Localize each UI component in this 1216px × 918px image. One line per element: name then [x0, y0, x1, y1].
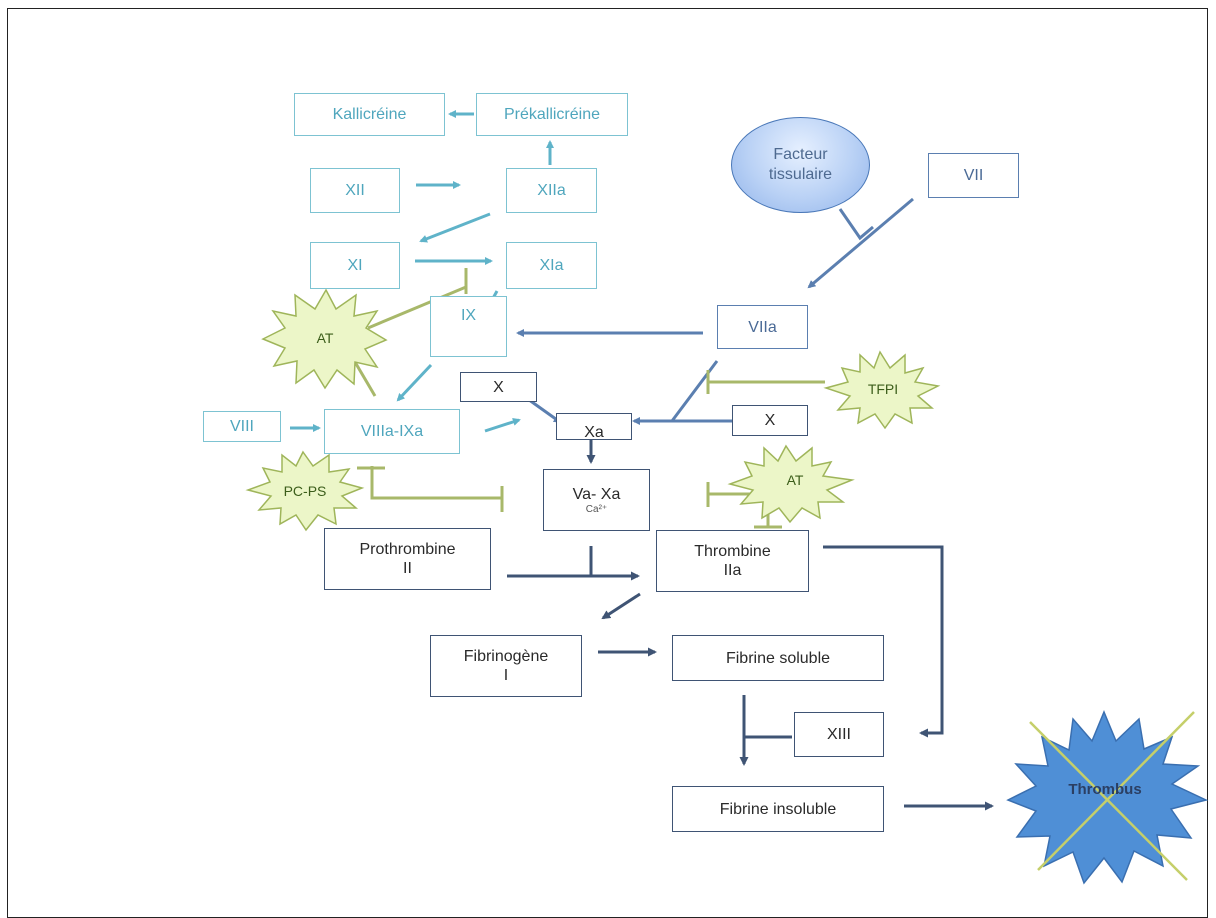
box-ix: IX: [430, 296, 507, 357]
box-xii: XII: [310, 168, 400, 213]
arrow-thrombine-to-fibrinogene: [601, 592, 641, 620]
viia-branch: [670, 360, 719, 422]
thrombus-burst-shape: [1006, 710, 1209, 885]
tfpi-burst-shape: [823, 350, 941, 430]
thrombine-number: IIa: [723, 562, 742, 579]
box-prothrombine: Prothrombine II: [324, 528, 491, 590]
facteur-tissulaire-line1: Facteur: [773, 146, 828, 163]
facteur-tissulaire-line2: tissulaire: [768, 166, 833, 183]
arrow-xiia-to-xi: [419, 212, 491, 243]
fibrinogene-label: Fibrinogène: [463, 648, 549, 665]
box-viii: VIII: [203, 411, 281, 442]
fibrinogene-number: I: [503, 667, 509, 684]
box-xa: Xa: [556, 413, 632, 441]
at-right-burst-shape: [727, 444, 855, 524]
box-xia: XIa: [506, 242, 597, 289]
at-left-to-viiia: [353, 361, 377, 397]
thrombine-label: Thrombine: [694, 543, 771, 560]
box-prekallicreine: Prékallicréine: [476, 93, 628, 136]
box-xi: XI: [310, 242, 400, 289]
arrow-viiia-to-xa: [484, 418, 521, 433]
box-x-left: X: [460, 372, 537, 402]
inhibitor-tfpi: TFPI: [867, 381, 899, 397]
box-fibrinogene: Fibrinogène I: [430, 635, 582, 697]
box-vii: VII: [928, 153, 1019, 198]
box-fibrine-insoluble: Fibrine insoluble: [672, 786, 884, 832]
box-xiii: XIII: [794, 712, 884, 757]
prothrombine-number: II: [403, 560, 412, 577]
at-left-burst-shape: [261, 288, 388, 390]
thrombus-cross-a: [1029, 721, 1188, 881]
facteur-tissulaire-ellipse: Facteur tissulaire: [731, 117, 870, 213]
pcps-burst-shape: [245, 450, 365, 532]
thrombus-cross-b: [1037, 711, 1195, 871]
box-va-xa: Va- Xa Ca²⁺: [543, 469, 650, 531]
thrombus-label: Thrombus: [1068, 780, 1142, 798]
arrow-thrombine-to-xiii: [823, 545, 944, 738]
box-fibrine-soluble: Fibrine soluble: [672, 635, 884, 681]
prothrombine-label: Prothrombine: [359, 541, 456, 558]
inhibitor-pc-ps: PC-PS: [283, 483, 327, 499]
box-viia: VIIa: [717, 305, 808, 349]
box-xiia: XIIa: [506, 168, 597, 213]
inhibitor-at-right: AT: [786, 472, 804, 488]
arrow-ix-to-viiia: [396, 363, 433, 402]
va-xa-label: Va- Xa: [572, 485, 621, 503]
box-x-right: X: [732, 405, 808, 436]
arrow-vii-to-viia: [807, 197, 914, 289]
box-viiia-ixa: VIIIa-IXa: [324, 409, 460, 454]
at-left-inhibition: [367, 285, 467, 330]
inhibitor-at-left: AT: [316, 330, 334, 346]
calcium-label: Ca²⁺: [585, 503, 608, 515]
tf-binding: [838, 208, 874, 241]
box-thrombine: Thrombine IIa: [656, 530, 809, 592]
box-kallicreine: Kallicréine: [294, 93, 445, 136]
